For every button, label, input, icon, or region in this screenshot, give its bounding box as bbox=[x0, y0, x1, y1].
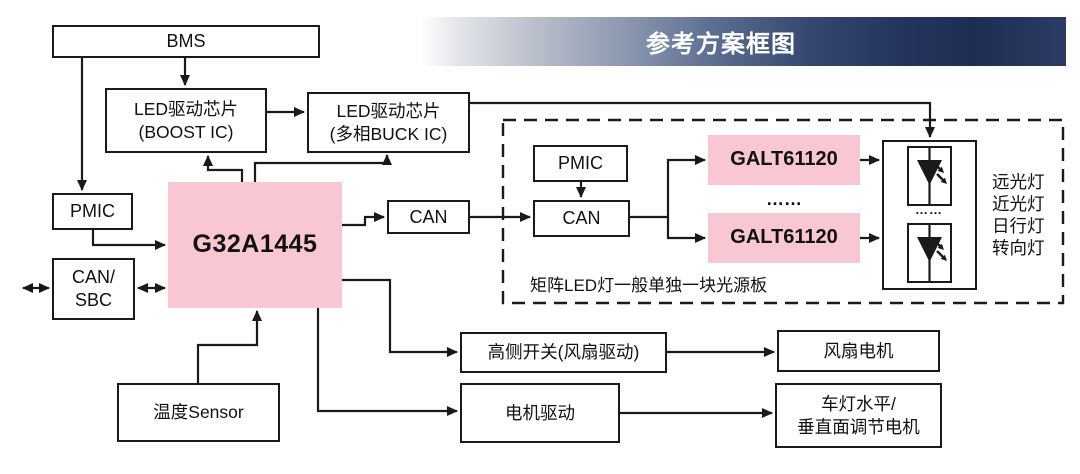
galt-ellipsis: …… bbox=[766, 189, 802, 209]
galt61120-bottom-block: GALT61120 bbox=[708, 213, 860, 263]
led-cell-bottom bbox=[907, 223, 952, 283]
galt61120-top-block: GALT61120 bbox=[708, 135, 860, 185]
temp-sensor-block: 温度Sensor bbox=[117, 383, 280, 442]
board-can-block: CAN bbox=[533, 200, 630, 237]
buck-led-driver-block: LED驱动芯片 (多相BUCK IC) bbox=[307, 92, 470, 153]
mcu-g32a1445-block: G32A1445 bbox=[168, 182, 342, 308]
lamp-label-drl: 日行灯 bbox=[992, 216, 1045, 236]
can-block: CAN bbox=[387, 200, 470, 234]
lamp-label-low-beam: 近光灯 bbox=[992, 194, 1045, 214]
title-banner: 参考方案框图 bbox=[420, 17, 1066, 66]
high-side-switch-block: 高侧开关(风扇驱动) bbox=[460, 332, 667, 373]
led-module-block: …… bbox=[882, 140, 977, 290]
pmic-block: PMIC bbox=[52, 193, 133, 230]
lamp-labels: 远光灯 近光灯 日行灯 转向灯 bbox=[992, 171, 1058, 259]
light-board-caption: 矩阵LED灯一般单独一块光源板 bbox=[530, 276, 768, 295]
adjust-motor-block: 车灯水平/ 垂直面调节电机 bbox=[775, 383, 942, 448]
led-cell-top bbox=[907, 146, 952, 206]
led-ellipsis: …… bbox=[915, 202, 943, 217]
fan-motor-block: 风扇电机 bbox=[777, 330, 940, 372]
motor-driver-block: 电机驱动 bbox=[460, 383, 620, 443]
light-board-dashed-outline bbox=[501, 118, 1065, 305]
can-sbc-block: CAN/ SBC bbox=[52, 258, 135, 320]
led-icon bbox=[917, 225, 947, 281]
title-banner-text: 参考方案框图 bbox=[646, 31, 796, 58]
lamp-label-turn-signal: 转向灯 bbox=[992, 238, 1045, 258]
board-pmic-block: PMIC bbox=[533, 145, 628, 182]
bms-block: BMS bbox=[52, 25, 320, 58]
led-icon bbox=[917, 148, 947, 204]
lamp-label-high-beam: 远光灯 bbox=[992, 172, 1045, 192]
boost-led-driver-block: LED驱动芯片 (BOOST IC) bbox=[105, 88, 267, 153]
